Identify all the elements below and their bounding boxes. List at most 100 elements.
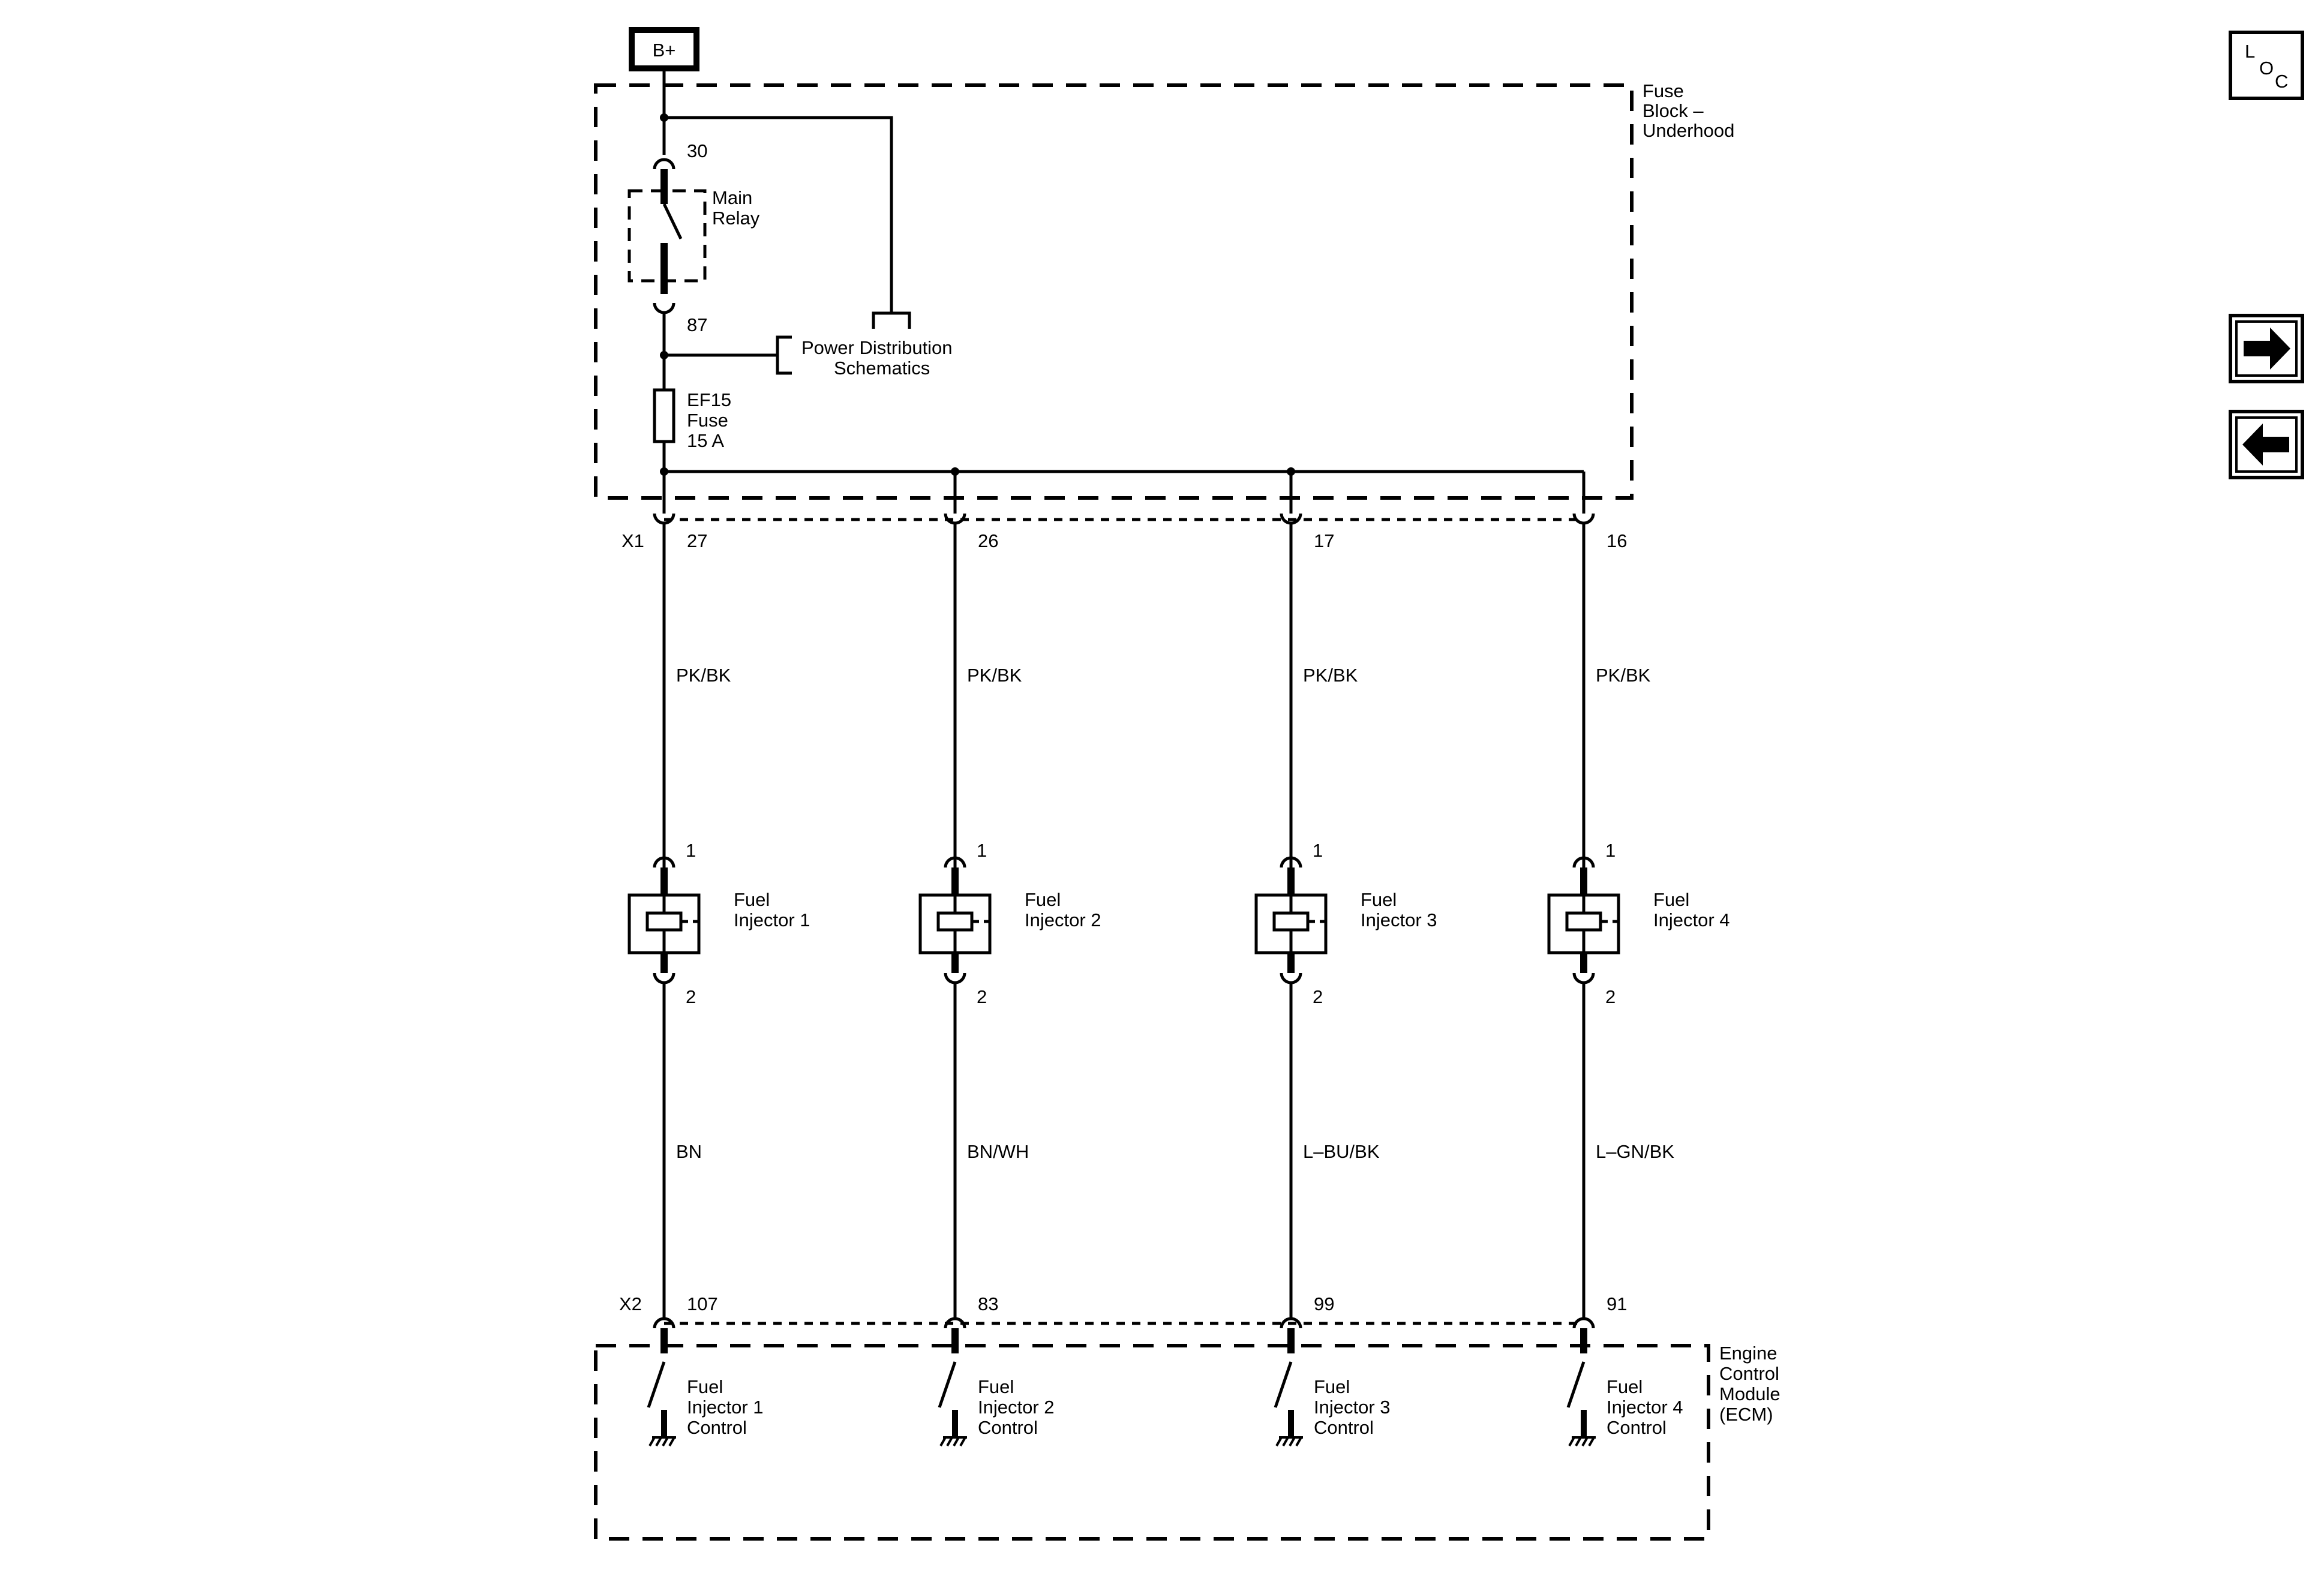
fuel-injector-1 [627,893,701,954]
fuse-block-label: Fuse Block – Underhood [1643,80,1734,141]
ecm-driver-switch [1566,1361,1586,1408]
x1-pin-connector [1572,513,1595,525]
svg-text:Control: Control [1719,1363,1779,1384]
injector-pin-1-label: 1 [1605,840,1616,861]
svg-text:Module: Module [1719,1383,1780,1404]
fuse-ef15-label: EF15 Fuse 15 A [687,389,731,451]
battery-positive-label: B+ [653,40,676,61]
svg-text:C: C [2275,71,2288,92]
back-button[interactable] [2229,410,2304,479]
connector-x1-label: X1 [621,530,644,551]
wire-color-label: BN [676,1141,702,1162]
injector-pin-1-label: 1 [1313,840,1323,861]
ground-icon [1275,1436,1303,1446]
x2-pin-connector [1572,1317,1595,1329]
x1-pin-label: 27 [687,530,707,551]
injector-pin-2-label: 2 [977,986,987,1007]
ecm-control-label: Fuel [1314,1376,1350,1397]
wire-color-label: PK/BK [1596,665,1651,686]
arrow-left-icon [2242,424,2289,466]
injector-name-label: Injector 3 [1361,909,1437,930]
ecm-control-label: Injector 2 [978,1397,1055,1418]
x2-pin-label: 83 [978,1293,998,1314]
relay-pin-30-connector [653,158,675,170]
svg-text:Schematics: Schematics [834,358,930,379]
ecm-control-label: Fuel [1607,1376,1643,1397]
relay-pin-87-connector [653,302,675,314]
ecm-control-label: Control [687,1417,747,1438]
injector-pin-2-connector [1280,972,1302,984]
x1-pin-connector [944,513,966,525]
power-distribution-schematics-link[interactable]: Power Distribution Schematics [801,337,953,379]
injector-pin-1-connector [1572,856,1595,868]
main-relay-label: Main Relay [712,187,760,229]
injector-pin-2-connector [1572,972,1595,984]
injector-pin-1-label: 1 [686,840,696,861]
arrow-right-icon [2244,328,2290,370]
injector-name-label: Injector 1 [734,909,810,930]
forward-button[interactable] [2229,314,2304,383]
fuse-ef15-symbol [653,388,675,443]
injector-name-label: Fuel [1361,889,1397,910]
x1-pin-label: 17 [1314,530,1334,551]
x2-pin-connector [944,1317,966,1329]
injector-pin-2-connector [944,972,966,984]
x2-pin-label: 107 [687,1293,718,1314]
x2-pin-connector [653,1317,675,1329]
injector-name-label: Fuel [734,889,770,910]
svg-text:Block –: Block – [1643,100,1704,121]
ground-icon [939,1436,967,1446]
ecm-control-label: Control [978,1417,1038,1438]
relay-pin-30-label: 30 [687,140,707,161]
ground-icon [1568,1436,1596,1446]
injector-name-label: Fuel [1025,889,1061,910]
x2-pin-connector [1280,1317,1302,1329]
svg-text:(ECM): (ECM) [1719,1404,1773,1425]
x1-pin-label: 16 [1607,530,1627,551]
injector-pin-1-connector [944,856,966,868]
svg-text:O: O [2259,58,2274,79]
fuel-injector-2 [918,893,992,954]
engine-control-module-box [594,1344,1710,1541]
fuel-injector-4 [1547,893,1620,954]
battery-positive-source: B+ [629,27,699,71]
connector-x2-label: X2 [619,1293,642,1314]
x2-pin-label: 99 [1314,1293,1334,1314]
wire-color-label: BN/WH [967,1141,1029,1162]
svg-text:Power Distribution: Power Distribution [801,337,953,358]
x2-pin-label: 91 [1607,1293,1627,1314]
injector-pin-1-connector [653,856,675,868]
injector-pin-2-label: 2 [686,986,696,1007]
injector-pin-2-connector [653,972,675,984]
wire-color-label: L–GN/BK [1596,1141,1674,1162]
ecm-driver-switch [1274,1361,1293,1408]
injector-name-label: Fuel [1653,889,1689,910]
svg-text:Fuse: Fuse [687,410,728,431]
ecm-driver-switch [647,1361,666,1408]
location-button[interactable]: L O C [2229,31,2304,100]
wire-color-label: PK/BK [676,665,731,686]
ecm-control-label: Injector 3 [1314,1397,1391,1418]
ecm-driver-switch [938,1361,957,1408]
wire-color-label: L–BU/BK [1303,1141,1380,1162]
svg-text:15 A: 15 A [687,430,724,451]
ecm-control-label: Injector 4 [1607,1397,1683,1418]
injector-name-label: Injector 2 [1025,909,1101,930]
relay-pin-87-label: 87 [687,314,707,335]
svg-text:Fuse: Fuse [1643,80,1684,101]
wire-color-label: PK/BK [1303,665,1358,686]
wire-color-label: PK/BK [967,665,1022,686]
svg-text:Main: Main [712,187,752,208]
ecm-label: Engine Control Module (ECM) [1719,1343,1780,1425]
fuse-block-underhood-box [594,83,1634,500]
injector-pin-2-label: 2 [1605,986,1616,1007]
svg-text:Relay: Relay [712,208,760,229]
x1-pin-label: 26 [978,530,998,551]
ecm-control-label: Fuel [687,1376,723,1397]
injector-pin-1-connector [1280,856,1302,868]
